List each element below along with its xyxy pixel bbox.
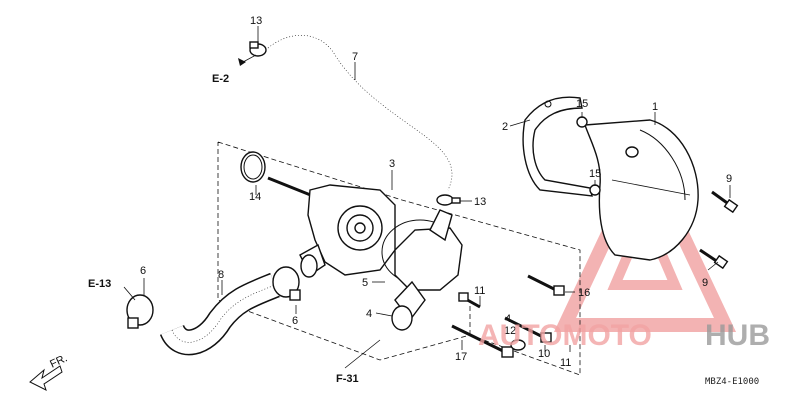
watermark-word-main: HUB bbox=[705, 319, 770, 352]
label-1: 1 bbox=[652, 101, 658, 113]
front-label: FR. bbox=[48, 352, 69, 370]
clamp-13-top bbox=[249, 41, 267, 57]
ref-e2: E-2 bbox=[212, 73, 229, 85]
bolt-9-top bbox=[711, 190, 739, 214]
label-3: 3 bbox=[389, 158, 395, 170]
washer-12 bbox=[510, 339, 526, 351]
bolt-16 bbox=[527, 274, 565, 296]
watermark-word-accent: AUTOMOTO bbox=[478, 319, 652, 352]
label-17: 17 bbox=[455, 351, 467, 363]
label-14: 14 bbox=[249, 191, 261, 203]
hose-7 bbox=[263, 28, 459, 193]
label-15-top: 15 bbox=[576, 98, 588, 110]
arrow-e2 bbox=[238, 54, 257, 66]
label-15-bottom: 15 bbox=[589, 168, 601, 180]
clamp-6-right bbox=[272, 266, 301, 301]
label-6-left: 6 bbox=[140, 265, 146, 277]
label-11-bottom: 11 bbox=[560, 357, 571, 369]
leader-lines bbox=[123, 26, 731, 369]
label-4-right: 4 bbox=[505, 313, 511, 325]
pump-body-3 bbox=[267, 176, 396, 278]
clamp-13-mid bbox=[436, 194, 461, 206]
label-6-right: 6 bbox=[292, 315, 298, 327]
hose-8 bbox=[159, 272, 280, 356]
ref-e13: E-13 bbox=[88, 278, 111, 290]
label-10: 10 bbox=[538, 348, 550, 360]
bracket-2 bbox=[522, 96, 593, 197]
ref-f31: F-31 bbox=[336, 373, 359, 385]
diagram-code: MBZ4-E1000 bbox=[705, 377, 759, 387]
label-2: 2 bbox=[502, 121, 508, 133]
clamp-6-left bbox=[126, 294, 154, 329]
label-13-top: 13 bbox=[250, 15, 262, 27]
label-4-left: 4 bbox=[366, 308, 372, 320]
label-9-bottom: 9 bbox=[702, 277, 708, 289]
label-5: 5 bbox=[362, 277, 368, 289]
watermark-text: AUTOMOTO HUB bbox=[478, 319, 770, 352]
label-11-top: 11 bbox=[474, 285, 485, 297]
label-7: 7 bbox=[352, 51, 358, 63]
label-8: 8 bbox=[218, 269, 224, 281]
o-ring-14 bbox=[240, 151, 266, 183]
label-9-top: 9 bbox=[726, 173, 732, 185]
bolt-11-a bbox=[458, 292, 481, 309]
label-13-mid: 13 bbox=[474, 196, 486, 208]
arrow-fr bbox=[29, 365, 63, 391]
pump-cover-4 bbox=[391, 209, 463, 331]
cover-1 bbox=[584, 119, 699, 261]
bolt-17 bbox=[451, 324, 514, 358]
label-16: 16 bbox=[578, 287, 590, 299]
label-12: 12 bbox=[504, 325, 516, 337]
bolt-11-b bbox=[504, 316, 552, 343]
bolt-9-bottom bbox=[699, 248, 729, 270]
